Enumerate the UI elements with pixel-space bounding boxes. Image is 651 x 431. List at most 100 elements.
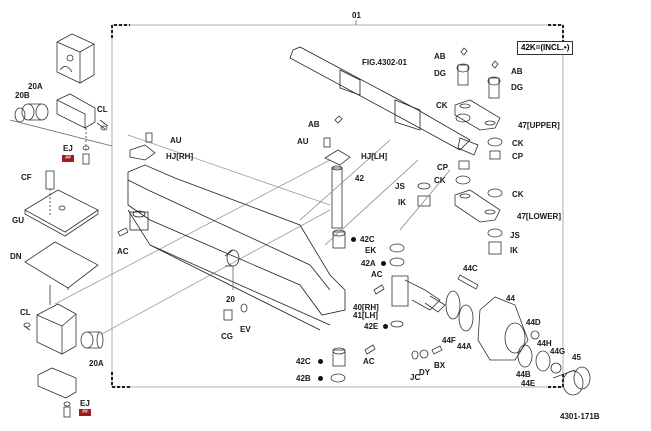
callout-ck-3[interactable]: CK <box>434 176 446 185</box>
callout-42b[interactable]: 42B <box>296 374 311 383</box>
stud-44c <box>457 274 479 290</box>
callout-dg-r1[interactable]: DG <box>434 69 446 78</box>
callout-44g[interactable]: 44G <box>550 347 566 356</box>
figure-reference-link[interactable]: FIG.4302-01 <box>362 58 407 67</box>
callout-40-rh[interactable]: 40[RH] <box>353 303 379 312</box>
callout-20[interactable]: 20 <box>226 295 235 304</box>
bracket-block-bottom <box>36 303 77 355</box>
callout-42a[interactable]: 42A <box>361 259 376 268</box>
callout-ac-mid[interactable]: AC <box>371 270 383 279</box>
callout-cg[interactable]: CG <box>221 332 233 341</box>
callout-hj-lh[interactable]: HJ[LH] <box>361 152 388 161</box>
dot-marker <box>318 359 323 364</box>
king-pin-42 <box>331 165 343 229</box>
callout-44e[interactable]: 44E <box>521 379 536 388</box>
callout-js-left[interactable]: JS <box>395 182 405 191</box>
callout-45[interactable]: 45 <box>572 353 581 362</box>
callout-bx[interactable]: BX <box>434 361 446 370</box>
washer-44h <box>535 350 551 372</box>
callout-cp-right[interactable]: CP <box>512 152 524 161</box>
callout-dg-r2[interactable]: DG <box>511 83 523 92</box>
callout-ek[interactable]: EK <box>365 246 377 255</box>
frame-corner-bl <box>111 372 130 388</box>
bracket-block-top <box>56 33 95 84</box>
bolt-au-lh <box>323 137 331 148</box>
callout-js-right[interactable]: JS <box>510 231 520 240</box>
callout-20b[interactable]: 20B <box>15 91 30 100</box>
callout-ab-r2[interactable]: AB <box>511 67 523 76</box>
ball-joint-dg-2 <box>487 76 501 99</box>
callout-ab-r1[interactable]: AB <box>434 52 446 61</box>
washer-jc <box>411 350 419 360</box>
inclusion-note: 42K=(INCL.•) <box>517 41 574 55</box>
callout-44c[interactable]: 44C <box>463 264 478 273</box>
plate-hj-lh <box>324 149 351 166</box>
callout-44[interactable]: 44 <box>506 294 515 303</box>
bolt-bx <box>431 345 443 355</box>
callout-ab-mid[interactable]: AB <box>308 120 320 129</box>
callout-44b[interactable]: 44B <box>516 370 531 379</box>
frame-corner-br <box>548 372 564 388</box>
bearing-44a <box>458 304 474 332</box>
callout-42[interactable]: 42 <box>355 174 364 183</box>
callout-cl-top[interactable]: CL <box>97 105 108 114</box>
steering-knuckle-40-41 <box>391 275 446 313</box>
callout-ac-left[interactable]: AC <box>117 247 129 256</box>
callout-44a[interactable]: 44A <box>457 342 472 351</box>
callout-cf[interactable]: CF <box>21 173 32 182</box>
callout-42c-bottom[interactable]: 42C <box>296 357 311 366</box>
bolt-au-rh <box>145 132 153 143</box>
callout-20a-top[interactable]: 20A <box>28 82 43 91</box>
hub-44 <box>477 296 529 361</box>
callout-ac-low[interactable]: AC <box>363 357 375 366</box>
callout-dy[interactable]: DY <box>419 368 431 377</box>
callout-hj-rh[interactable]: HJ[RH] <box>166 152 194 161</box>
callout-42e[interactable]: 42E <box>364 322 379 331</box>
bolt-cg <box>223 309 233 321</box>
clamp-bottom <box>37 367 77 399</box>
pad-dn <box>24 241 99 290</box>
seal-20b <box>14 107 26 123</box>
washer-ej-bottom <box>63 401 71 407</box>
callout-dn[interactable]: DN <box>10 252 22 261</box>
callout-47-lower[interactable]: 47[LOWER] <box>517 212 561 221</box>
dot-marker <box>383 324 388 329</box>
callout-ck-4[interactable]: CK <box>512 190 524 199</box>
callout-ik-right[interactable]: IK <box>510 246 518 255</box>
bearing-44b <box>517 344 533 368</box>
clamp-top <box>56 93 96 129</box>
callout-ck-2[interactable]: CK <box>512 139 524 148</box>
highlight-badge-bottom[interactable]: ## <box>79 409 91 416</box>
washer-42a <box>389 257 405 267</box>
nut-ik-right <box>488 241 502 255</box>
callout-gu[interactable]: GU <box>12 216 24 225</box>
callout-44h[interactable]: 44H <box>537 339 552 348</box>
drawing-number: 4301-171B <box>560 412 600 421</box>
bolt-cl-top <box>96 119 109 131</box>
arm-47-upper <box>454 99 501 131</box>
callout-cl-bottom[interactable]: CL <box>20 308 31 317</box>
callout-ck-1[interactable]: CK <box>436 101 448 110</box>
callout-ej-bottom[interactable]: EJ <box>80 399 90 408</box>
washer-ck-2 <box>487 137 503 147</box>
arm-47-lower <box>454 189 501 223</box>
callout-cp-left[interactable]: CP <box>437 163 449 172</box>
fitting-ab-mid <box>334 115 343 124</box>
callout-44d[interactable]: 44D <box>526 318 541 327</box>
callout-41-lh[interactable]: 41[LH] <box>353 311 378 320</box>
callout-au-lh[interactable]: AU <box>297 137 309 146</box>
callout-44f[interactable]: 44F <box>442 336 456 345</box>
highlight-badge-top[interactable]: ## <box>62 155 74 162</box>
callout-jc[interactable]: JC <box>410 373 421 382</box>
washer-ck-3 <box>455 175 471 185</box>
callout-ej-top[interactable]: EJ <box>63 144 73 153</box>
callout-au-rh[interactable]: AU <box>170 136 182 145</box>
bolt-cl-bottom <box>23 322 31 331</box>
plate-hj-rh <box>129 144 156 161</box>
callout-42c-top[interactable]: 42C <box>360 235 375 244</box>
callout-ik-left[interactable]: IK <box>398 198 406 207</box>
cap-cp-right <box>489 150 501 160</box>
callout-ev[interactable]: EV <box>240 325 251 334</box>
callout-47-upper[interactable]: 47[UPPER] <box>518 121 560 130</box>
callout-20a-bottom[interactable]: 20A <box>89 359 104 368</box>
